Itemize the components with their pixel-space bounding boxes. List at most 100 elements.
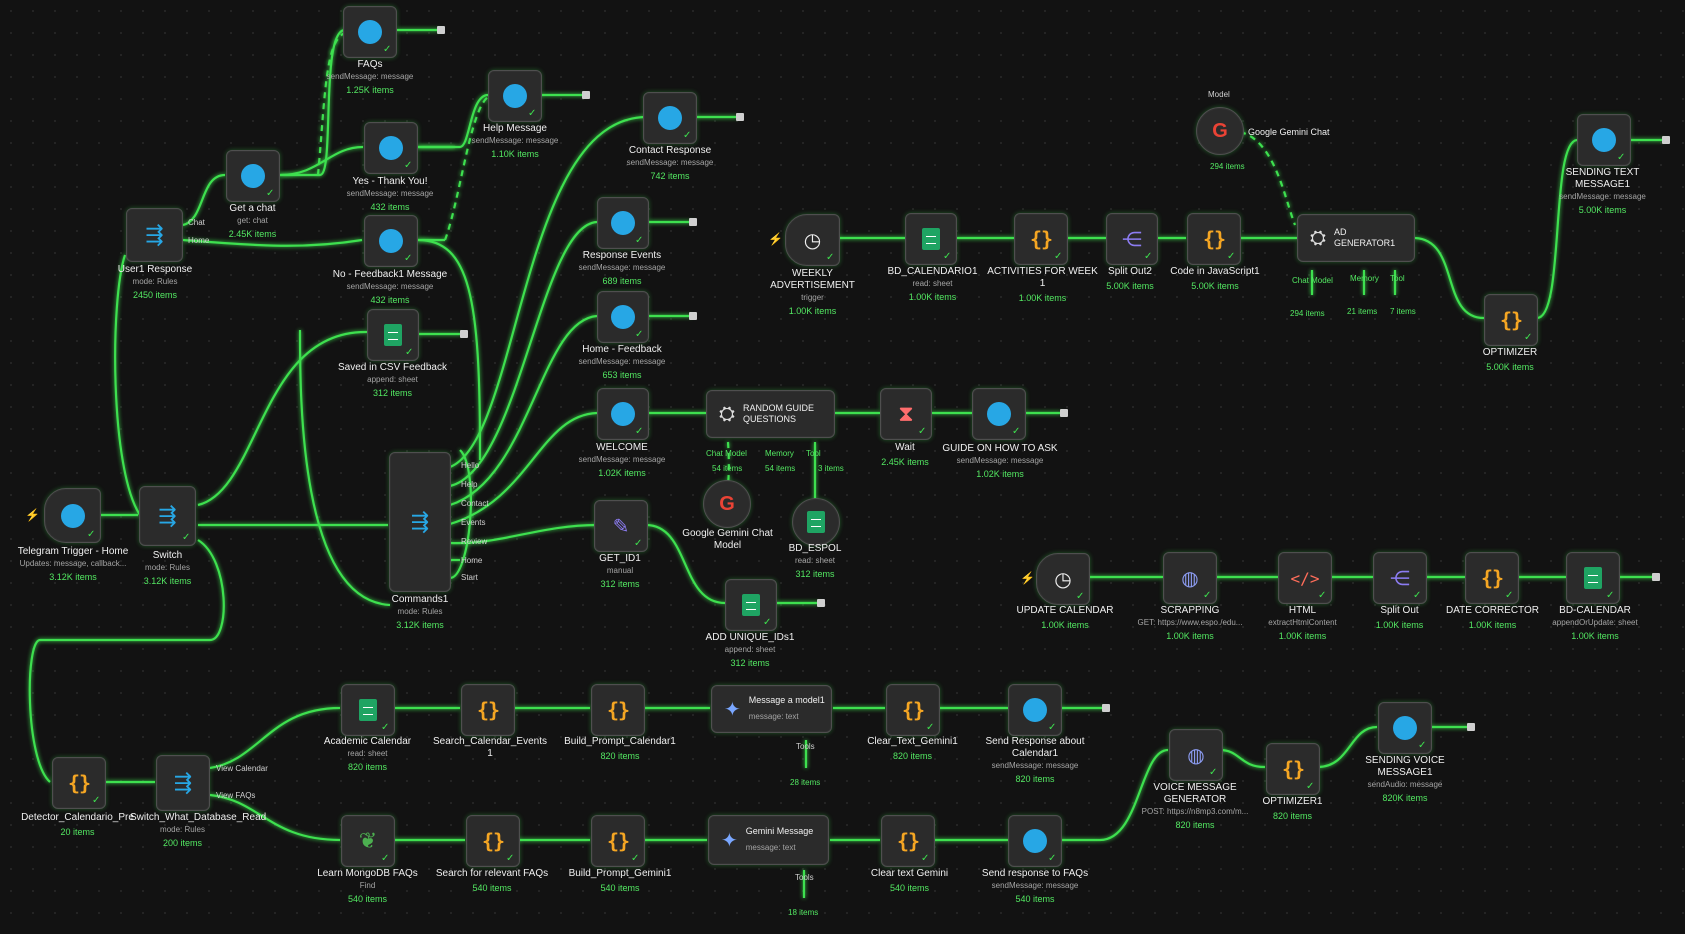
add-node-handle[interactable] <box>460 330 468 338</box>
node-title: Commands1 <box>391 594 449 605</box>
commands1-node[interactable]: ⇶ <box>389 452 451 592</box>
node-count: 689 items <box>602 276 642 286</box>
globe-icon: ◍ <box>1187 744 1205 767</box>
node-title: Response Events <box>582 250 662 261</box>
build-prompt-gemini-node[interactable]: {} <box>591 815 645 867</box>
switch-node[interactable]: ⇶ <box>139 486 196 546</box>
yes-thank-you-node[interactable] <box>364 122 418 174</box>
split-out-node[interactable]: ⋲ <box>1373 552 1427 604</box>
node-title: GUIDE ON HOW TO ASK <box>942 443 1058 454</box>
send-response-calendar-node[interactable] <box>1008 684 1062 736</box>
detector-calendario-node[interactable]: {} <box>52 757 106 809</box>
node-count: 1.00K items <box>1468 620 1517 630</box>
port-count: 54 items <box>765 464 796 473</box>
success-check-icon <box>383 45 393 55</box>
edge <box>279 145 364 177</box>
home-feedback-node[interactable] <box>597 291 649 343</box>
success-check-icon <box>1306 782 1316 792</box>
response-events-node[interactable] <box>597 197 649 249</box>
telegram-trigger-node[interactable] <box>44 488 101 543</box>
welcome-node[interactable] <box>597 388 649 440</box>
node-subtitle: sendMessage: message <box>578 263 666 272</box>
clear-text-gemini-node[interactable]: {} <box>881 815 935 867</box>
telegram-icon <box>358 20 382 44</box>
add-node-handle[interactable] <box>1467 723 1475 731</box>
faqs-node[interactable] <box>343 6 397 58</box>
split-out2-node[interactable]: ⋲ <box>1106 213 1158 265</box>
date-corrector-node[interactable]: {} <box>1465 552 1519 604</box>
optimizer1-node[interactable]: {} <box>1266 743 1320 795</box>
success-check-icon <box>763 618 773 628</box>
html-node[interactable]: </> <box>1278 552 1332 604</box>
build-prompt-calendar-node[interactable]: {} <box>591 684 645 736</box>
random-guide-agent-node[interactable]: ⛭ RANDOM GUIDE QUESTIONS <box>706 390 835 438</box>
sending-text-node[interactable] <box>1577 114 1631 166</box>
activities-week-node[interactable]: {} <box>1014 213 1068 265</box>
weekly-ad-trigger-node[interactable]: ◷ <box>785 214 840 266</box>
add-node-handle[interactable] <box>689 312 697 320</box>
get-id1-node[interactable]: ✎ <box>594 500 648 552</box>
node-count: 2450 items <box>132 290 178 300</box>
add-node-handle[interactable] <box>1102 704 1110 712</box>
node-title: HTML <box>1288 605 1317 616</box>
switch-db-node[interactable]: ⇶ <box>156 755 210 811</box>
update-calendar-trigger-node[interactable]: ◷ <box>1036 553 1090 605</box>
add-node-handle[interactable] <box>1662 136 1670 144</box>
gemini-sparkle-icon: ✦ <box>721 829 738 852</box>
node-title: OPTIMIZER1 <box>1262 796 1323 807</box>
bd-espol-node[interactable] <box>792 498 840 546</box>
scrapping-node[interactable]: ◍ <box>1163 552 1217 604</box>
code-braces-icon: {} <box>1281 757 1305 781</box>
sending-voice-node[interactable] <box>1378 702 1432 754</box>
node-title: AD GENERATOR1 <box>1334 227 1396 248</box>
success-check-icon <box>266 189 276 199</box>
no-feedback-node[interactable] <box>364 215 418 267</box>
node-count: 1.25K items <box>346 85 394 95</box>
add-node-handle[interactable] <box>582 91 590 99</box>
user1-response-node[interactable]: ⇶ <box>126 208 183 262</box>
add-node-handle[interactable] <box>736 113 744 121</box>
contact-response-node[interactable] <box>643 92 697 144</box>
add-unique-ids-node[interactable] <box>725 579 777 631</box>
send-response-faqs-node[interactable] <box>1008 815 1062 867</box>
search-faqs-node[interactable]: {} <box>466 815 520 867</box>
clear-text-gemini1-node[interactable]: {} <box>886 684 940 736</box>
optimizer-node[interactable]: {} <box>1484 294 1538 346</box>
add-node-handle[interactable] <box>437 26 445 34</box>
node-count: 1.10K items <box>491 149 539 159</box>
add-node-handle[interactable] <box>1652 573 1660 581</box>
add-node-handle[interactable] <box>817 599 825 607</box>
saved-csv-node[interactable] <box>367 309 419 361</box>
node-title: Code in JavaScript1 <box>1170 266 1260 277</box>
node-subtitle: trigger <box>801 293 824 302</box>
ad-generator-agent-node[interactable]: ⛭ AD GENERATOR1 <box>1297 214 1415 262</box>
node-title: Learn MongoDB FAQs <box>317 868 418 879</box>
message-model1-node[interactable]: ✦ Message a model1 message: text <box>711 685 832 733</box>
bd-calendario01-node[interactable] <box>905 213 957 265</box>
success-check-icon <box>1227 252 1237 262</box>
node-count: 200 items <box>162 838 203 848</box>
guide-how-node[interactable] <box>972 388 1026 440</box>
node-title: Google Gemini Chat Model <box>682 528 773 551</box>
voice-generator-node[interactable]: ◍ <box>1169 729 1223 781</box>
mongodb-leaf-icon: ❦ <box>358 828 378 853</box>
gemini-model-node[interactable]: G <box>703 480 751 528</box>
add-node-handle[interactable] <box>689 218 697 226</box>
add-node-handle[interactable] <box>1060 409 1068 417</box>
bd-calendar-node[interactable] <box>1566 552 1620 604</box>
node-title: SENDING TEXT MESSAGE1 <box>1565 167 1640 190</box>
search-calendar-events-node[interactable]: {} <box>461 684 515 736</box>
gemini-chat-top-node[interactable]: G <box>1196 107 1244 155</box>
router-icon: ⇶ <box>410 509 430 534</box>
academic-calendar-node[interactable] <box>341 684 395 736</box>
get-a-chat-node[interactable] <box>226 150 280 202</box>
learn-mongodb-node[interactable]: ❦ <box>341 815 395 867</box>
gemini-message-node[interactable]: ✦ Gemini Message message: text <box>708 815 829 865</box>
edge <box>417 238 482 460</box>
code-braces-icon: {} <box>1029 227 1053 251</box>
wait-node[interactable]: ⧗ <box>880 388 932 440</box>
output-label-help: Help <box>461 480 478 489</box>
code-js1-node[interactable]: {} <box>1187 213 1241 265</box>
help-message-node[interactable] <box>488 70 542 122</box>
